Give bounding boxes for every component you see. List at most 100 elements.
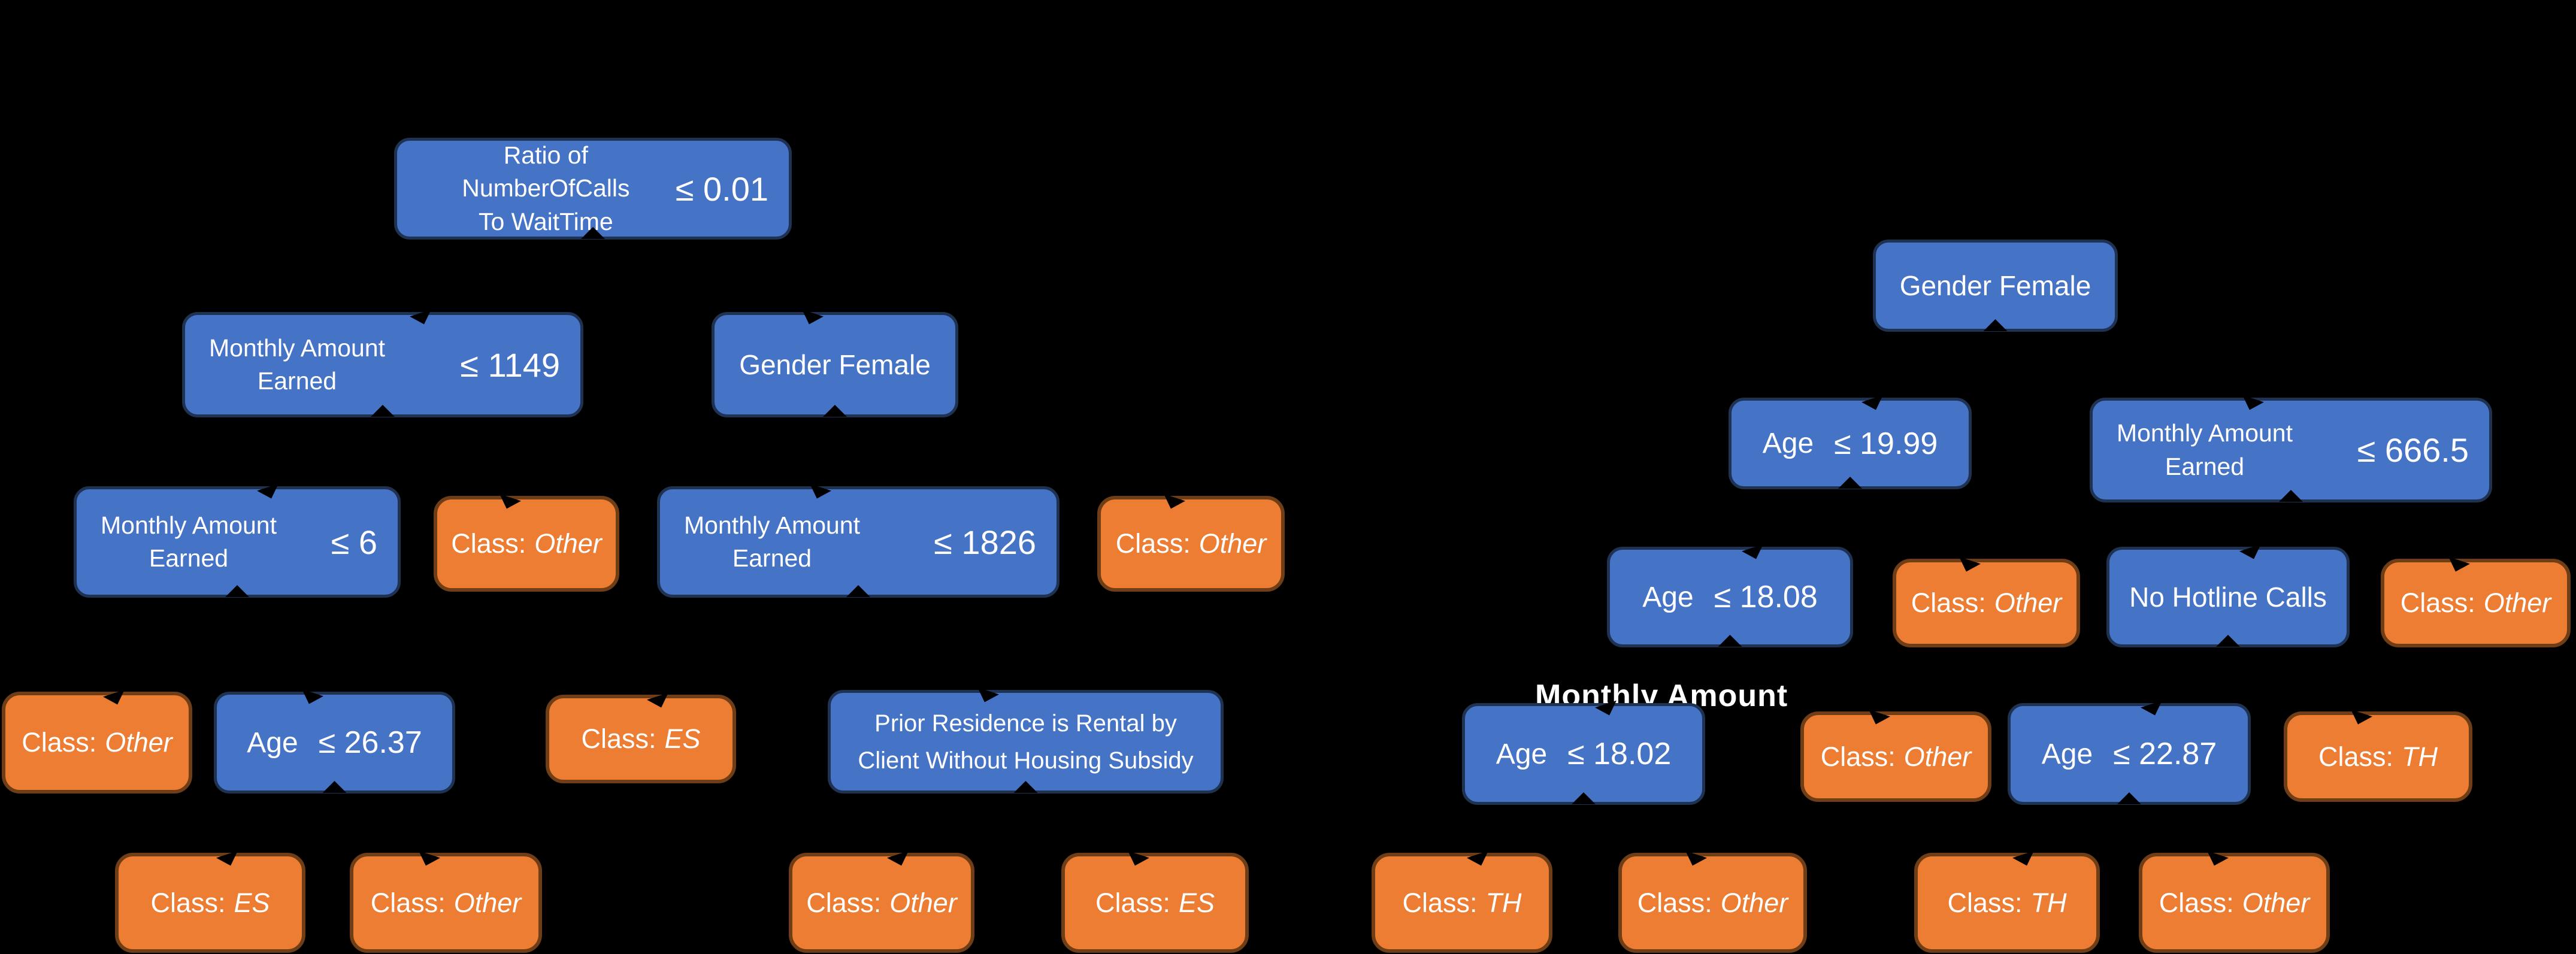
tree-edge — [2290, 501, 2477, 560]
leaf-class-name: Other — [534, 528, 602, 559]
tree-edge — [834, 417, 859, 487]
node-feature-label: Gender Female — [1900, 267, 2091, 304]
node-feature-line: Monthly Amount — [209, 334, 385, 362]
edge-arrowhead — [798, 310, 824, 328]
leaf-class-prefix: Class: — [806, 887, 882, 918]
leaf-class-prefix: Class: — [2318, 741, 2394, 772]
leaf-class-name: ES — [664, 723, 701, 754]
leaf-class-name: TH — [2030, 887, 2067, 918]
tree-edge — [1849, 331, 1996, 399]
edge-arrowhead — [1718, 635, 1742, 647]
edge-arrowhead — [1160, 494, 1185, 513]
leaf-class-name: Other — [105, 727, 172, 758]
leaf-class-prefix: Class: — [1095, 887, 1170, 918]
node-feature-line: Gender Female — [1899, 269, 2091, 301]
edge-arrowhead — [322, 781, 347, 793]
leaf-node-class-other-l4: Class:Other — [350, 853, 542, 953]
edge-arrowhead — [216, 851, 241, 870]
leaf-class-prefix: Class: — [1637, 887, 1712, 918]
decision-node-gender-female-left: Gender Female — [712, 312, 958, 417]
node-feature-line: Monthly Amount — [2117, 419, 2293, 447]
edge-arrowhead — [256, 484, 281, 502]
leaf-class-name: TH — [2402, 741, 2438, 772]
leaf-class-prefix: Class: — [1820, 741, 1896, 772]
edge-arrowhead — [846, 585, 870, 597]
edge-arrowhead — [1682, 851, 1707, 870]
node-threshold: ≤ 1826 — [934, 523, 1036, 561]
leaf-node-class-other-r4: Class:Other — [1618, 853, 1807, 953]
tree-edge — [1729, 646, 1897, 713]
edge-arrowhead — [646, 693, 671, 711]
node-feature-line: Client Without Housing Subsidy — [858, 747, 1194, 774]
leaf-node-class-other-l2: Class:Other — [1097, 496, 1285, 592]
edge-arrowhead — [1956, 557, 1981, 576]
tree-edge — [1025, 792, 1156, 854]
edge-arrowhead — [102, 690, 128, 708]
decision-node-age-18-02: Age≤ 18.02 — [1462, 703, 1705, 805]
node-feature-line: Monthly Amount — [684, 511, 860, 539]
tree-edge — [2227, 501, 2292, 548]
leaf-node-class-other-r1: Class:Other — [1893, 559, 2080, 647]
leaf-class-prefix: Class: — [581, 723, 656, 754]
edge-arrowhead — [806, 484, 831, 502]
node-feature-line: No Hotline Calls — [2129, 581, 2327, 613]
edge-arrowhead — [1467, 851, 1492, 870]
node-threshold: ≤ 18.08 — [1714, 580, 1818, 614]
leaf-node-class-other-r5: Class:Other — [2139, 853, 2330, 953]
leaf-class-name: Other — [1994, 587, 2062, 618]
edge-arrowhead — [2140, 701, 2165, 719]
edge-arrowhead — [298, 689, 323, 708]
tree-edge — [1729, 488, 1851, 548]
edge-arrowhead — [1594, 701, 1620, 719]
edge-arrowhead — [2012, 851, 2038, 870]
edge-arrowhead — [1838, 477, 1862, 489]
leaf-node-class-es-l1: Class: ES — [546, 695, 736, 783]
leaf-node-class-other-l1: Class:Other — [434, 496, 619, 592]
leaf-class-prefix: Class: — [370, 887, 446, 918]
edge-arrowhead — [1124, 851, 1149, 870]
decision-node-age-26-37: Age≤ 26.37 — [214, 692, 455, 794]
edge-arrowhead — [1741, 544, 1766, 563]
node-feature-line: Earned — [149, 544, 229, 572]
tree-edge — [858, 596, 1027, 691]
tree-edge — [2227, 646, 2379, 713]
leaf-node-class-th-r2: Class:TH — [1372, 853, 1552, 953]
decision-node-age-18-08: Age≤ 18.08 — [1607, 547, 1853, 647]
leaf-class-name: ES — [234, 887, 270, 918]
node-feature-line: To WaitTime — [478, 207, 613, 235]
node-threshold: ≤ 0.01 — [675, 169, 768, 208]
tree-edge — [640, 596, 859, 696]
decision-node-no-hotline-calls: No Hotline Calls — [2106, 547, 2350, 647]
leaf-class-prefix: Class: — [150, 887, 226, 918]
edge-arrowhead — [496, 494, 521, 513]
leaf-node-class-other-l5: Class:Other — [789, 853, 974, 953]
leaf-class-prefix: Class: — [2159, 887, 2234, 918]
node-threshold: ≤ 22.87 — [2113, 737, 2217, 771]
node-threshold: ≤ 666.5 — [2357, 431, 2469, 469]
leaf-class-prefix: Class: — [1947, 887, 2023, 918]
decision-node-age-19-99: Age≤ 19.99 — [1729, 398, 1972, 489]
node-feature-label: Age — [2041, 738, 2093, 770]
edge-arrowhead — [1865, 710, 1890, 728]
node-feature-label: Age — [247, 726, 298, 759]
edge-arrowhead — [371, 405, 395, 417]
edge-arrowhead — [1572, 792, 1596, 804]
edge-arrowhead — [974, 688, 999, 706]
leaf-class-name: Other — [889, 887, 957, 918]
leaf-class-prefix: Class: — [1402, 887, 1478, 918]
leaf-class-prefix: Class: — [1115, 528, 1191, 559]
leaf-node-class-es-l3: Class:ES — [1061, 853, 1249, 953]
tree-edge — [382, 416, 527, 497]
tree-edge — [881, 792, 1027, 854]
node-feature-line: Monthly Amount — [101, 511, 277, 539]
edge-arrowhead — [2216, 635, 2240, 647]
node-feature-label: Age — [1762, 428, 1814, 459]
